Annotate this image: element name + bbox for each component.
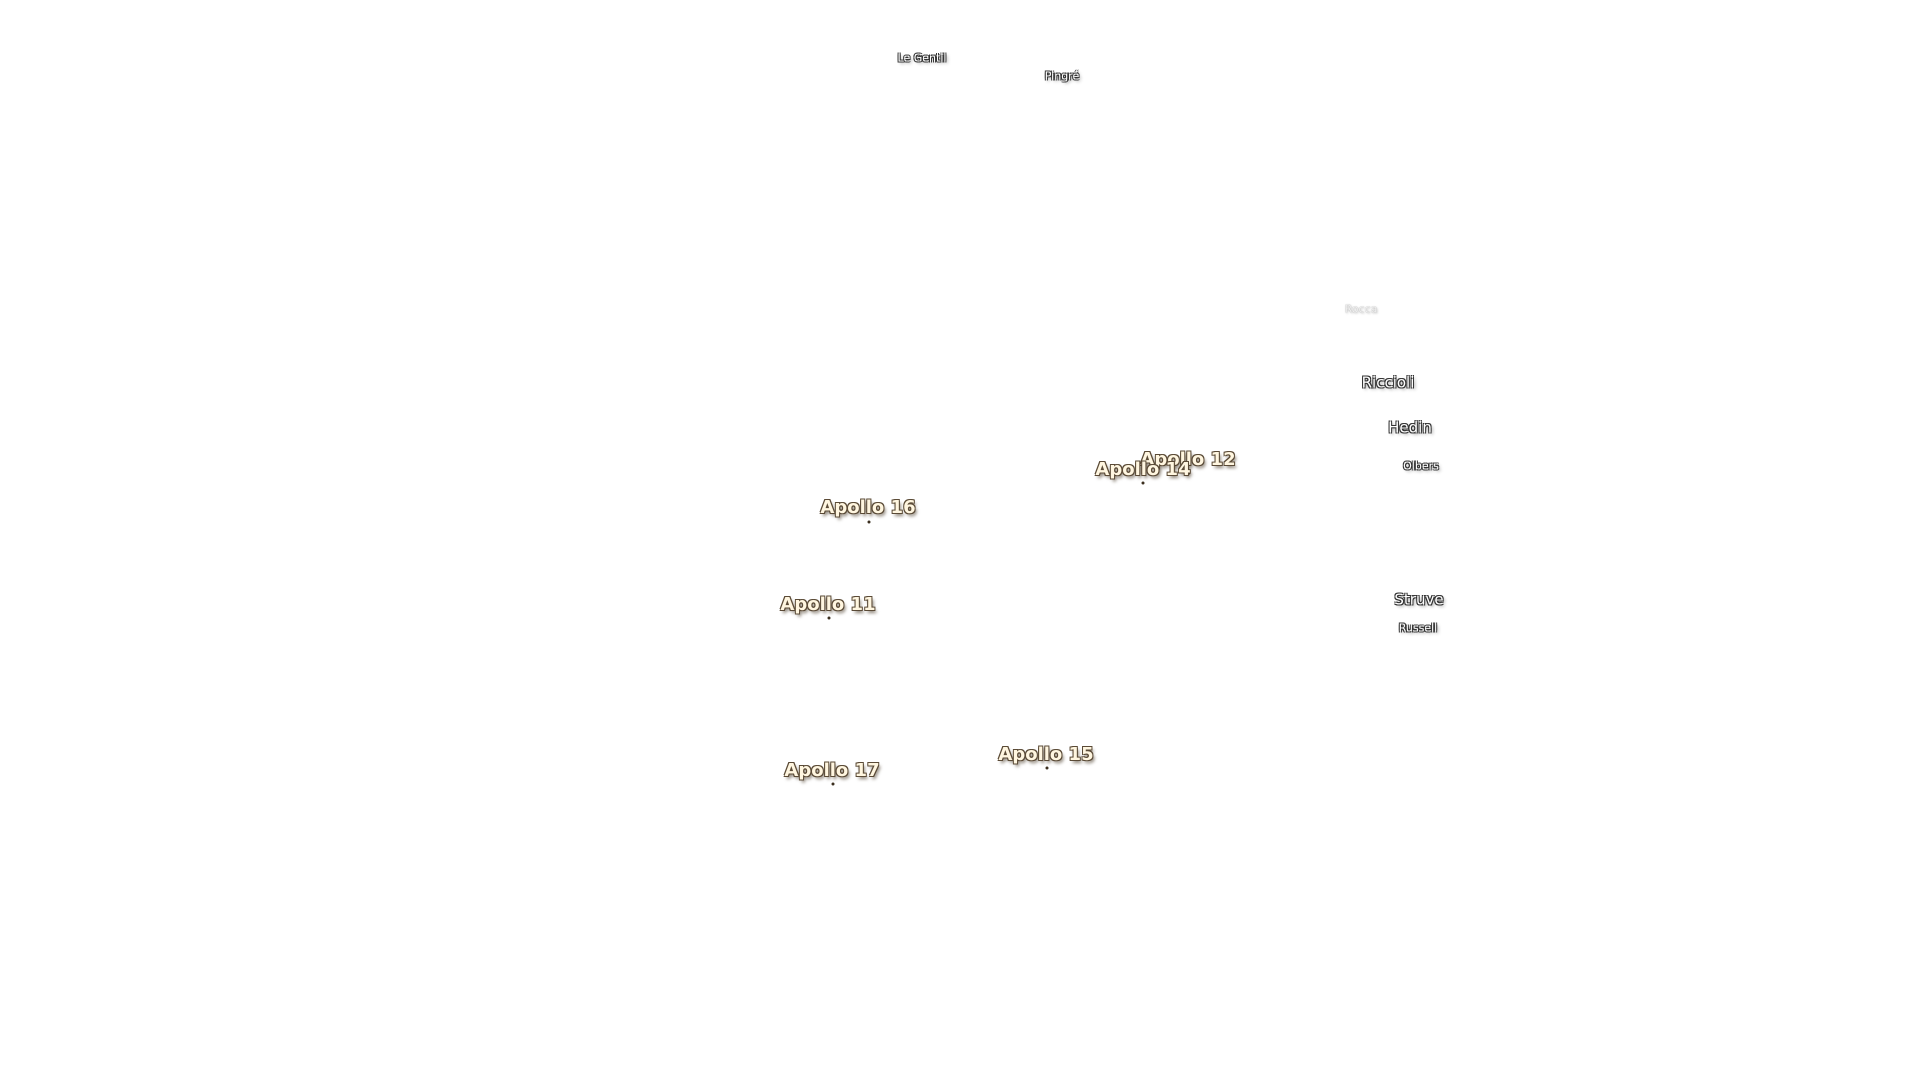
crater-label-hedin: Hedin [1388, 418, 1432, 437]
apollo-16-marker[interactable] [867, 520, 871, 524]
landing-site-apollo-15[interactable]: Apollo 15 [998, 744, 1094, 765]
crater-label-rocca: Rocca [1344, 302, 1378, 316]
apollo-17-marker[interactable] [831, 782, 835, 786]
landing-site-apollo-17[interactable]: Apollo 17 [784, 760, 880, 781]
crater-label-le-gentil: Le Gentil [897, 51, 947, 65]
landing-site-apollo-14[interactable]: Apollo 14 [1095, 459, 1191, 480]
crater-label-riccioli: Riccioli [1361, 373, 1415, 392]
landing-site-apollo-12[interactable]: Apollo 12 [1140, 449, 1236, 470]
crater-label-pingre: Pingré [1044, 69, 1080, 83]
apollo-12-marker[interactable] [1187, 471, 1191, 475]
crater-label-olbers: Olbers [1403, 459, 1439, 473]
apollo-14-marker[interactable] [1141, 481, 1145, 485]
crater-label-struve: Struve [1394, 590, 1444, 609]
apollo-11-marker[interactable] [827, 616, 831, 620]
crater-label-russell: Russell [1398, 621, 1438, 635]
landing-site-apollo-16[interactable]: Apollo 16 [820, 497, 916, 518]
apollo-15-marker[interactable] [1045, 766, 1049, 770]
landing-site-apollo-11[interactable]: Apollo 11 [780, 594, 876, 615]
